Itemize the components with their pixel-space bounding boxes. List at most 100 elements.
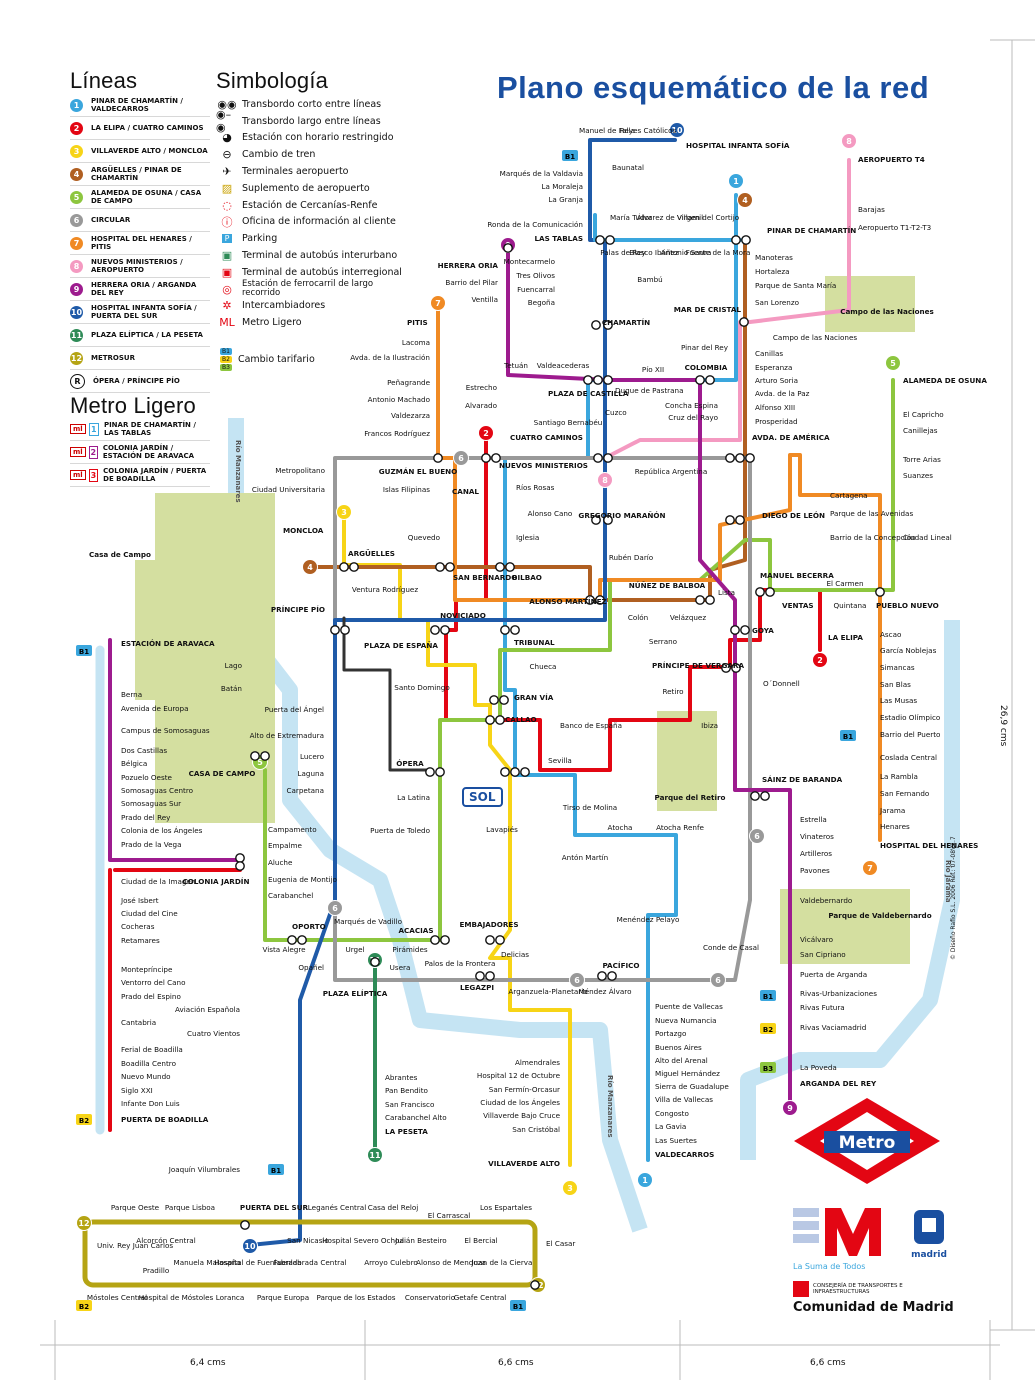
station-label[interactable]: Berna [121, 690, 142, 699]
station-label[interactable]: Congosto [655, 1109, 689, 1118]
line-5-badge-icon[interactable]: 5 [885, 355, 901, 371]
interchange-marker[interactable] [741, 235, 751, 245]
station-label[interactable]: Banco de España [560, 721, 622, 730]
station-label[interactable]: Batán [221, 684, 242, 693]
station-label[interactable]: Henares [880, 822, 910, 831]
station-label[interactable]: Juan de la Cierva [471, 1258, 533, 1267]
station-label[interactable]: Cuzco [605, 408, 627, 417]
station-label[interactable]: Univ. Rey Juan Carlos [97, 1241, 173, 1250]
line-2-badge-icon[interactable]: 2 [812, 652, 828, 668]
interchange-marker[interactable] [725, 515, 735, 525]
station-label[interactable]: Antón Martín [562, 853, 608, 862]
station-label[interactable]: Parque de Santa María [755, 281, 836, 290]
station-label[interactable]: Aviación Española [175, 1005, 240, 1014]
line-10-badge-icon[interactable]: 10 [242, 1238, 258, 1254]
station-label[interactable]: Estrella [800, 815, 827, 824]
station-label[interactable]: Pinar del Rey [681, 343, 729, 352]
interchange-marker[interactable] [433, 453, 443, 463]
interchange-marker[interactable] [430, 935, 440, 945]
station-label[interactable]: Francos Rodríguez [364, 429, 430, 438]
station-label[interactable]: Atocha Renfe [656, 823, 704, 832]
interchange-marker[interactable] [750, 791, 760, 801]
station-label[interactable]: Ciudad del Cine [121, 909, 178, 918]
station-label[interactable]: Montecarmelo [504, 257, 555, 266]
station-label[interactable]: Prado del Rey [121, 813, 171, 822]
interchange-marker[interactable] [475, 971, 485, 981]
line-6-badge-icon[interactable]: 6 [710, 972, 726, 988]
station-label[interactable]: Hortaleza [755, 267, 790, 276]
station-label[interactable]: Somosaguas Centro [121, 786, 193, 795]
station-label[interactable]: Delicias [501, 950, 529, 959]
line-10-badge-icon[interactable]: 10 [669, 122, 685, 138]
station-label[interactable]: SAN BERNARDO [453, 573, 517, 582]
station-label[interactable]: Simancas [880, 663, 915, 672]
station-label[interactable]: Cantabria [121, 1018, 156, 1027]
interchange-marker[interactable] [593, 453, 603, 463]
station-label[interactable]: Rivas Futura [800, 1003, 845, 1012]
station-label[interactable]: PUERTA DEL SUR [240, 1203, 309, 1212]
line-3-badge-icon[interactable]: 3 [336, 504, 352, 520]
station-label[interactable]: Fuente de la Mora [686, 248, 751, 257]
station-label[interactable]: MANUEL BECERRA [760, 571, 834, 580]
station-label[interactable]: El Bercial [464, 1236, 497, 1245]
station-label[interactable]: Almendrales [515, 1058, 560, 1067]
station-label[interactable]: San Blas [880, 680, 911, 689]
interchange-marker[interactable] [705, 375, 715, 385]
station-label[interactable]: Retiro [662, 687, 683, 696]
station-label[interactable]: Estrecho [466, 383, 497, 392]
station-label[interactable]: La Rambla [880, 772, 918, 781]
station-label[interactable]: Parque del Retiro [655, 793, 726, 802]
station-label[interactable]: Nueva Numancia [655, 1016, 717, 1025]
station-label[interactable]: CALLAO [505, 715, 537, 724]
line-1-badge-icon[interactable]: 1 [728, 173, 744, 189]
station-label[interactable]: Antonio Saura [661, 248, 712, 257]
station-label[interactable]: Ríos Rosas [516, 483, 555, 492]
station-label[interactable]: La Latina [397, 793, 430, 802]
station-label[interactable]: PRÍNCIPE DE VERGARA [652, 661, 745, 670]
interchange-marker[interactable] [485, 715, 495, 725]
station-label[interactable]: ACACIAS [398, 926, 433, 935]
station-label[interactable]: Santiago Bernabéu [534, 418, 603, 427]
interchange-marker[interactable] [339, 562, 349, 572]
station-label[interactable]: Alvarado [465, 401, 497, 410]
station-label[interactable]: Aeropuerto T1-T2-T3 [858, 223, 931, 232]
station-label[interactable]: El Capricho [903, 410, 944, 419]
interchange-marker[interactable] [485, 971, 495, 981]
station-label[interactable]: Miguel Hernández [655, 1069, 720, 1078]
station-label[interactable]: Rubén Darío [609, 553, 653, 562]
station-label[interactable]: Manuel de Falla [579, 126, 635, 135]
station-label[interactable]: Suanzes [903, 471, 933, 480]
station-label[interactable]: Velázquez [670, 613, 706, 622]
line-6-badge-icon[interactable]: 6 [569, 972, 585, 988]
interchange-marker[interactable] [260, 751, 270, 761]
station-label[interactable]: Móstoles Central [87, 1293, 147, 1302]
interchange-marker[interactable] [745, 453, 755, 463]
station-label[interactable]: Vicálvaro [800, 935, 833, 944]
station-label[interactable]: Torre Arias [902, 455, 941, 464]
station-label[interactable]: Fuenlabrada Central [273, 1258, 346, 1267]
station-label[interactable]: MONCLOA [283, 526, 324, 535]
line-2-badge-icon[interactable]: 2 [478, 425, 494, 441]
interchange-marker[interactable] [875, 587, 885, 597]
sol-badge[interactable]: SOL [462, 787, 503, 807]
station-label[interactable]: San Fernando [880, 789, 929, 798]
interchange-marker[interactable] [593, 375, 603, 385]
station-label[interactable]: LEGAZPI [460, 983, 494, 992]
station-label[interactable]: Tetuán [503, 361, 528, 370]
station-label[interactable]: Abrantes [385, 1073, 418, 1082]
station-label[interactable]: Jarama [879, 806, 905, 815]
line-6-badge-icon[interactable]: 6 [327, 900, 343, 916]
station-label[interactable]: Villaverde Bajo Cruce [483, 1111, 560, 1120]
station-label[interactable]: Pavones [800, 866, 830, 875]
station-label[interactable]: García Noblejas [880, 646, 937, 655]
station-label[interactable]: Las Suertes [655, 1136, 697, 1145]
station-label[interactable]: Ronda de la Comunicación [487, 220, 583, 229]
station-label[interactable]: Hospital 12 de Octubre [477, 1071, 561, 1080]
line-7-badge-icon[interactable]: 7 [862, 860, 878, 876]
interchange-marker[interactable] [595, 595, 605, 605]
interchange-marker[interactable] [603, 320, 613, 330]
station-label[interactable]: Casa de Campo [89, 550, 151, 559]
station-label[interactable]: VILLAVERDE ALTO [488, 1159, 560, 1168]
station-label[interactable]: Puerta de Toledo [370, 826, 430, 835]
interchange-marker[interactable] [755, 587, 765, 597]
